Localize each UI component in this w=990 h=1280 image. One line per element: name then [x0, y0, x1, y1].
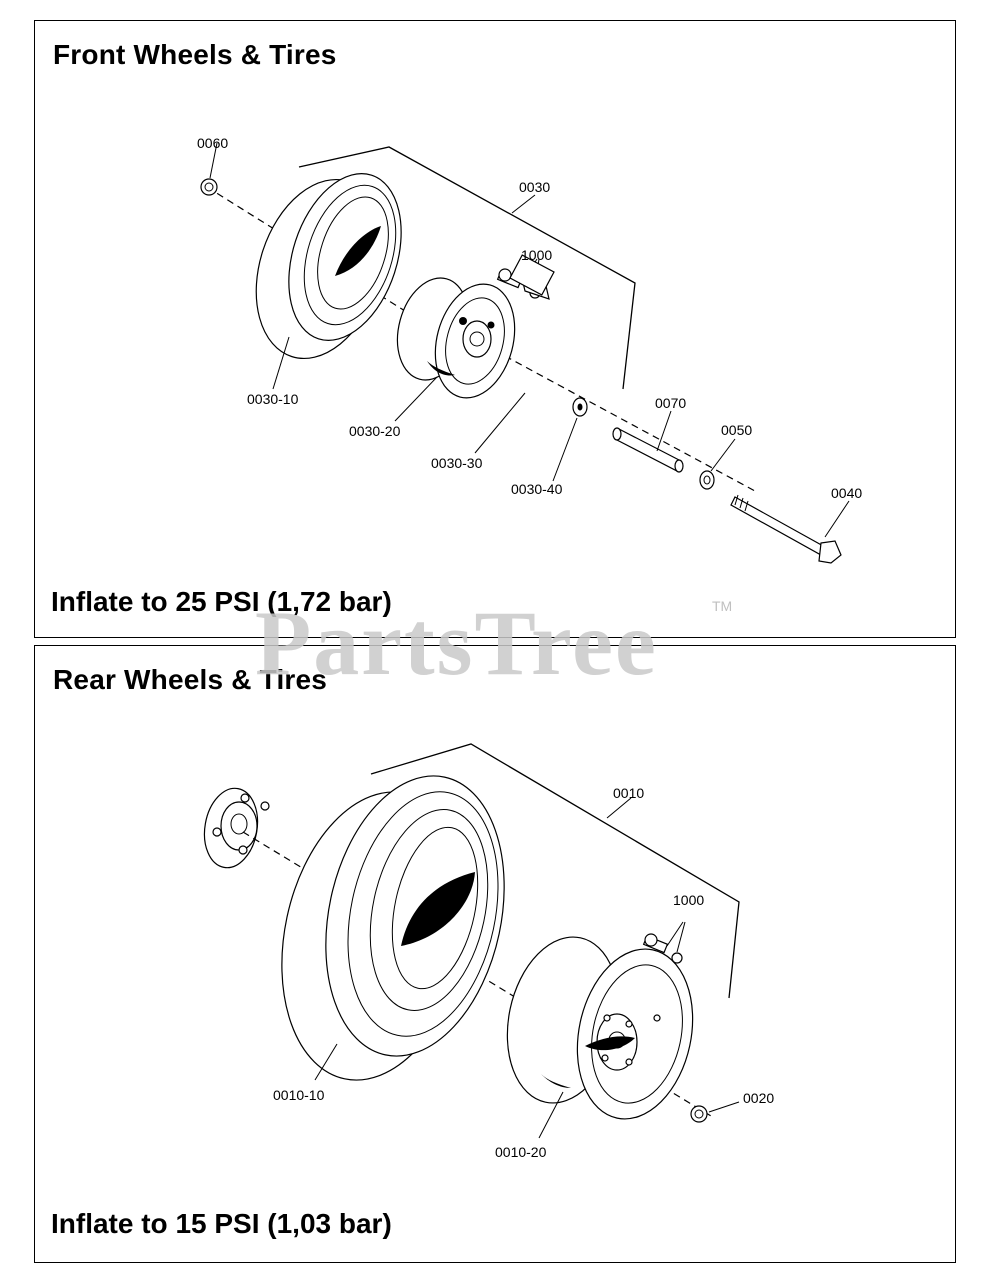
leader-0010-20	[538, 1091, 564, 1139]
label-0010: 0010	[613, 785, 644, 801]
label-0030-20: 0030-20	[349, 423, 401, 439]
watermark-trademark: TM	[712, 598, 733, 614]
rear-panel-title: Rear Wheels & Tires	[53, 664, 328, 695]
bearing-0030-30	[509, 254, 555, 300]
rear-wheel-diagram: 0010 1000 0010-10 0010-20 0020	[203, 743, 774, 1160]
label-0020: 0020	[743, 1090, 774, 1106]
tire-0030-10	[255, 173, 402, 360]
front-wheels-panel: Front Wheels & Tires	[34, 20, 956, 638]
label-0060: 0060	[197, 135, 228, 151]
bolt-0040	[730, 494, 842, 564]
leader-1000-rear-a	[666, 921, 684, 947]
label-0010-10: 0010-10	[273, 1087, 325, 1103]
spacer-0070	[612, 427, 684, 473]
label-0030-30: 0030-30	[431, 455, 483, 471]
washer-0050	[699, 470, 715, 490]
leader-0040	[824, 500, 850, 538]
label-0040: 0040	[831, 485, 862, 501]
label-0030: 0030	[519, 179, 550, 195]
leader-0030-40	[552, 417, 578, 482]
leader-0070	[656, 410, 672, 452]
rear-inflation-note: Inflate to 15 PSI (1,03 bar)	[51, 1208, 392, 1239]
tire-0010-10	[281, 775, 505, 1081]
rear-wheels-panel: Rear Wheels & Tires	[34, 645, 956, 1263]
leader-0060	[209, 142, 218, 179]
assembly-bracket-0030	[298, 146, 636, 390]
leader-0050	[710, 438, 736, 472]
leader-0030-20	[394, 376, 438, 422]
rim-0010-20	[506, 936, 694, 1120]
label-1000-rear: 1000	[673, 892, 704, 908]
label-0030-40: 0030-40	[511, 481, 563, 497]
leader-1000-rear-b	[676, 921, 686, 953]
leader-0030-30	[474, 392, 526, 454]
front-wheel-diagram: 0060 0030 1000 0030-10 0030-20 0030-30 0…	[197, 135, 862, 564]
label-0050: 0050	[721, 422, 752, 438]
leader-0030	[511, 194, 536, 214]
washer-0030-40	[572, 397, 588, 417]
bolt-1000-rear	[642, 933, 683, 964]
leader-0020	[708, 1101, 740, 1113]
label-1000: 1000	[521, 247, 552, 263]
hub-assembly	[203, 787, 270, 869]
leader-0010	[606, 797, 632, 819]
nut-0020	[690, 1105, 708, 1123]
label-0030-10: 0030-10	[247, 391, 299, 407]
front-panel-title: Front Wheels & Tires	[53, 39, 337, 70]
front-inflation-note: Inflate to 25 PSI (1,72 bar)	[51, 586, 392, 617]
label-0070: 0070	[655, 395, 686, 411]
label-0010-20: 0010-20	[495, 1144, 547, 1160]
axle-centerline-b	[504, 355, 756, 492]
leader-0010-10	[314, 1043, 338, 1081]
rim-0030-20	[396, 277, 516, 399]
assembly-bracket-0010	[370, 743, 740, 999]
leader-0030-10	[272, 336, 290, 390]
nut-0060	[200, 178, 218, 196]
